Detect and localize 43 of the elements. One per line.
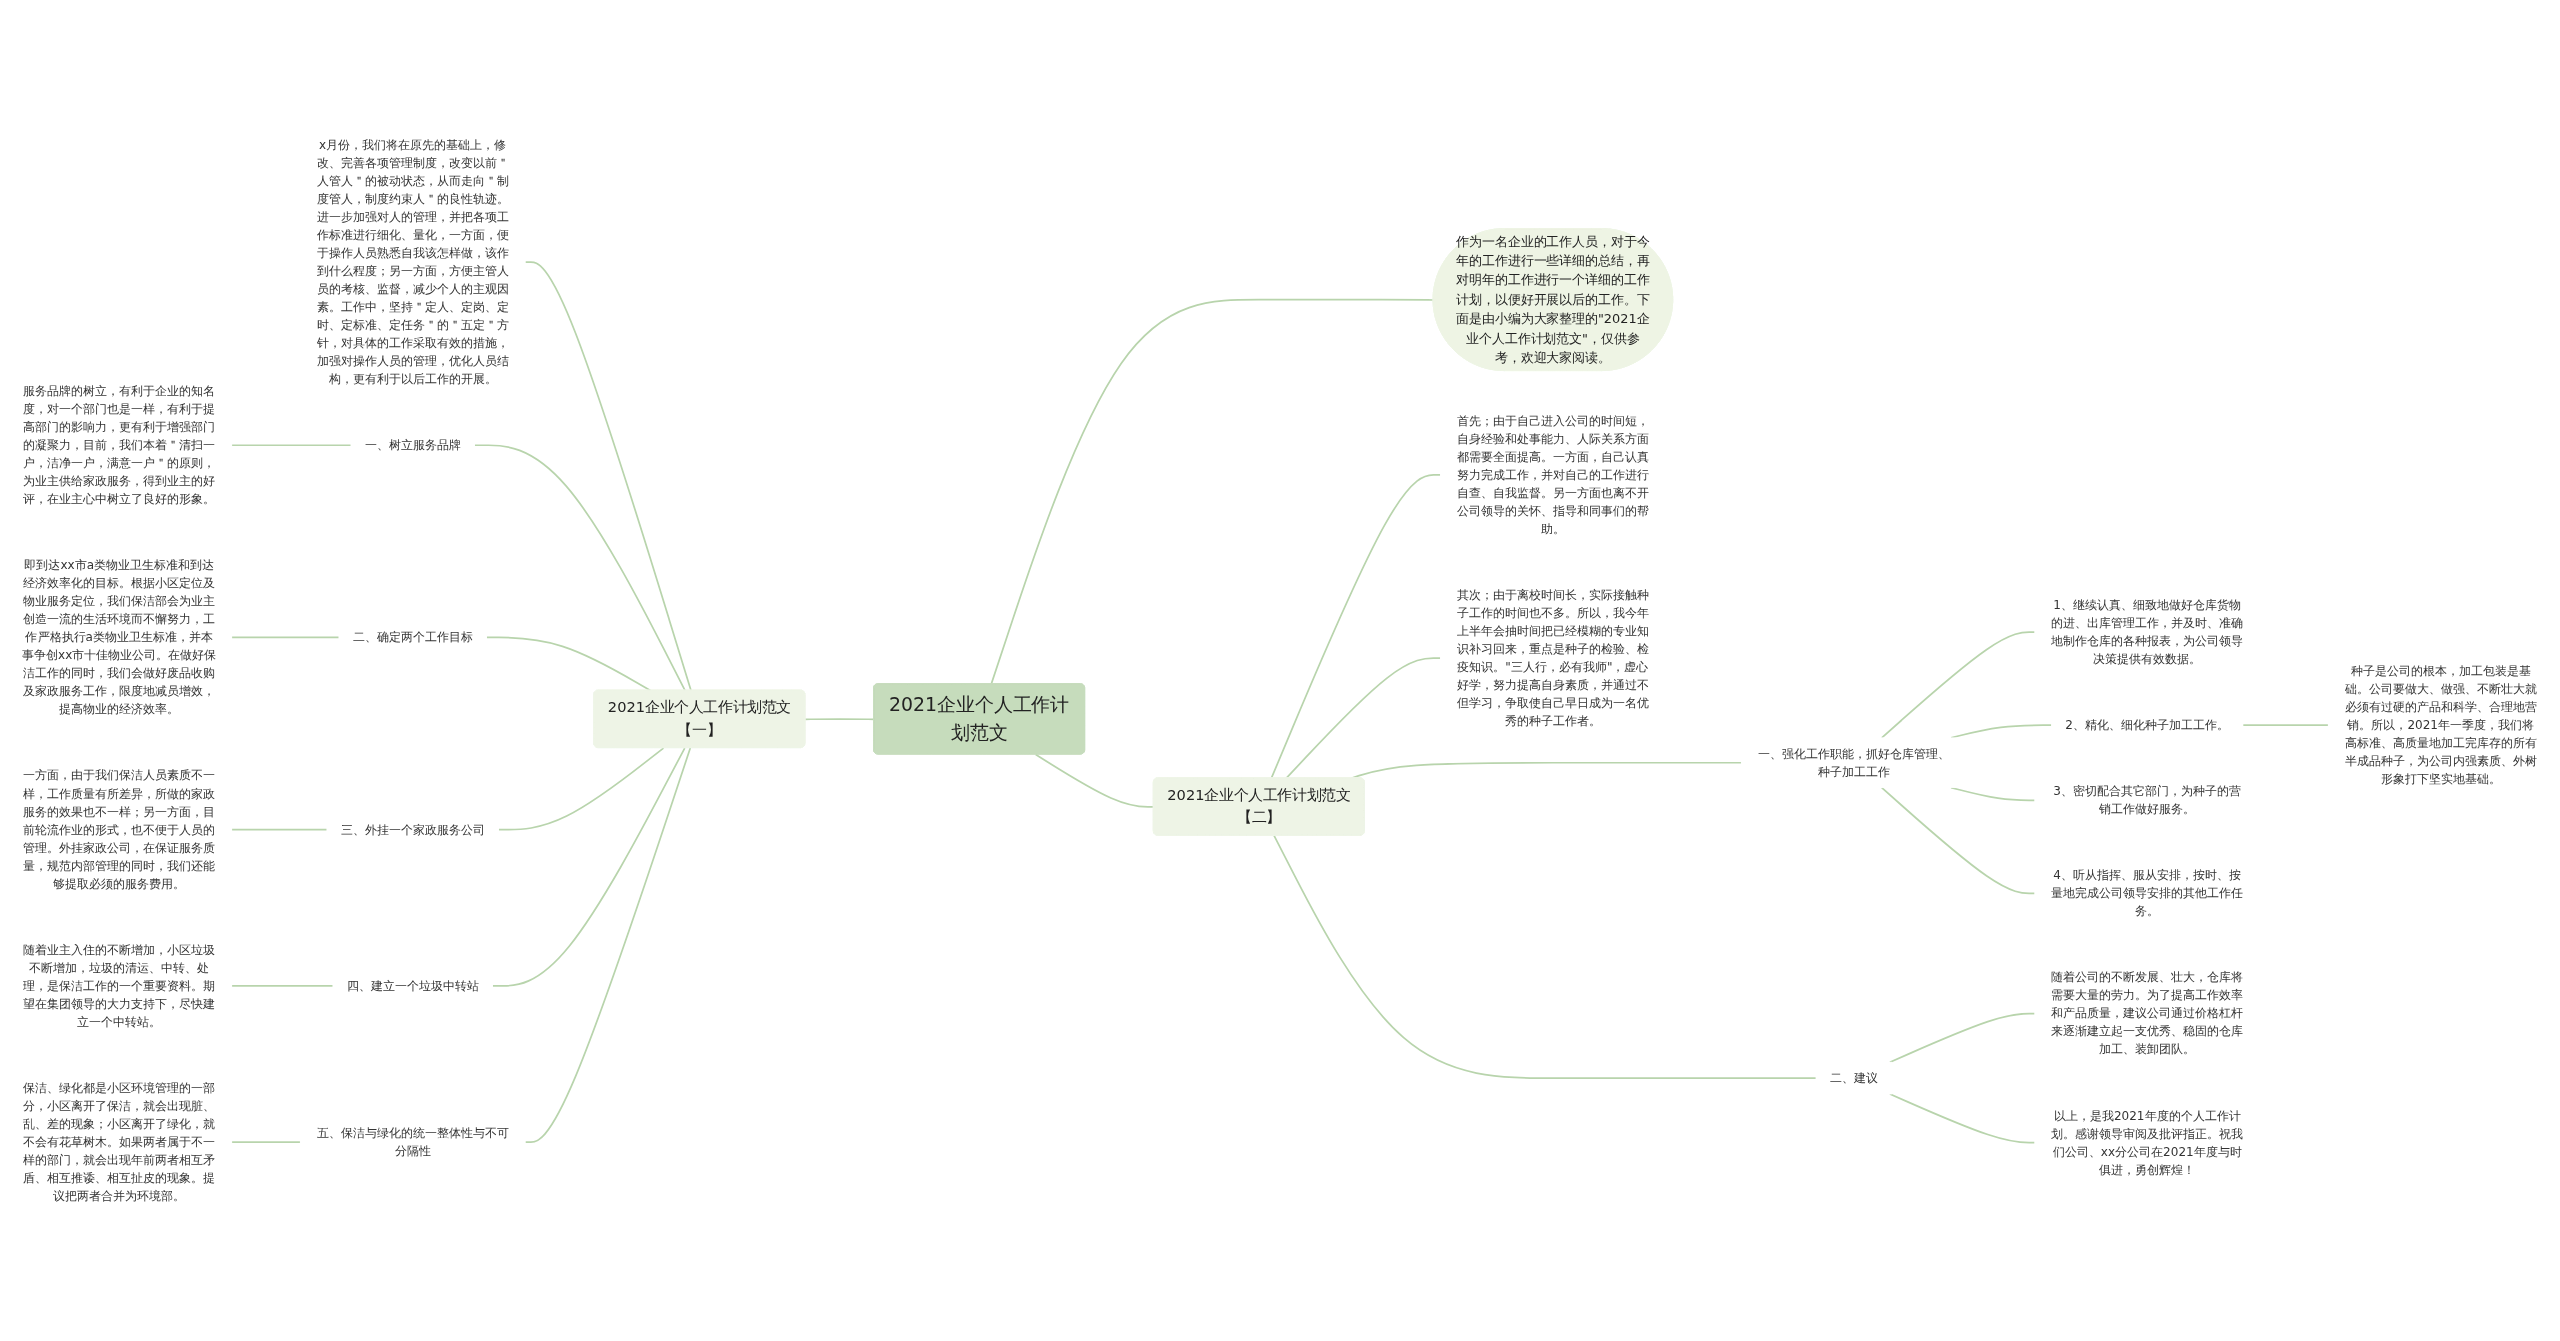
- connector: [485, 636, 652, 692]
- connector: [497, 747, 665, 831]
- node-text: 二、确定两个工作目标: [352, 630, 473, 644]
- node-text: 1、继续认真、细致地做好仓库货物的进、出库管理工作，并及时、准确地制作仓库的各种报表，为公司领导决策提供有效数据。: [2051, 597, 2244, 666]
- node-text: 3、密切配合其它部门，为种子的营销工作做好服务。: [2053, 783, 2242, 816]
- connector: [1034, 753, 1155, 808]
- connector: [230, 444, 352, 447]
- node-text: 一方面，由于我们保洁人员素质不一样，工作质量有所差异，所做的家政服务的效果也不一样；另一方面，目前轮流作业的形式，也不便于人员的管理。外挂家政公司，在保证服务质量，规范内部管理的同时，我们还能够提取必须的服务费用。: [23, 768, 216, 891]
- connector: [473, 444, 686, 692]
- connector: [1273, 834, 1817, 1079]
- node-text: 即到达xx市a类物业卫生标准和到达经济效率化的目标。根据小区定位及物业服务定位，我们保洁部会为业主创造一流的生活环境而不懈努力，工作严格执行a类物业卫生标准，并本事争创xx市十佳物业公司。在做好保洁工作的同时，我们会做好废品收购及家政服务工作，限度地减员增效，提高物业的经济效率。: [22, 558, 217, 716]
- node-text: 三、外挂一个家政服务公司: [340, 822, 485, 837]
- connector: [230, 828, 328, 831]
- connector: [524, 261, 692, 692]
- connector: [491, 747, 686, 987]
- node-text: 一、强化工作职能，抓好仓库管理、种子加工工作: [1757, 746, 1950, 779]
- connector: [524, 747, 692, 1143]
- connector: [990, 298, 1435, 685]
- node-text: 一、树立服务品牌: [364, 437, 461, 452]
- node-text: 首先；由于自己进入公司的时间短，自身经验和处事能力、人际关系方面都需要全面提高。一方面，自己认真努力完成工作，并对自己的工作进行自查、自我监督。另一方面也离不开公司领导的关怀、指导和同事们的帮助。: [1456, 413, 1649, 536]
- connector: [804, 718, 875, 721]
- connector: [1889, 1093, 2036, 1144]
- node-text: 二、建议: [1829, 1070, 1878, 1085]
- connector: [230, 985, 334, 987]
- node-text: 四、建立一个垃圾中转站: [346, 978, 479, 993]
- node-text: x月份，我们将在原先的基础上，修改、完善各项管理制度，改变以前＂人管人＂的被动状态，从而走向＂制度管人，制度约束人＂的良性轨迹。进一步加强对人的管理，并把各项工作标准进行细化、量化，一方面，便于操作人员熟悉自我该怎样做，该作到什么程度；另一方面，方便主管人员的考核、监督，减少个人的主观因素。工作中，坚持＂定人、定岗、定时、定标准、定任务＂的＂五定＂方针，对具体的工作采取有效的措施，加强对操作人员的管理，优化人员结构，更有利于以后工作的开展。: [316, 137, 509, 386]
- node-text: 服务品牌的树立，有利于企业的知名度，对一个部门也是一样，有利于提高部门的影响力，更有利于增强部门的凝聚力，目前，我们本着＂清扫一户，洁净一户，满意一户＂的原则，为业主供给家政服务，得到业主的好评，在业主心中树立了良好的形象。: [23, 383, 216, 506]
- node-text: 种子是公司的根本，加工包装是基础。公司要做大、做强、不断壮大就必须有过硬的产品和科学、合理地营销。所以，2021年一季度，我们将高标准、高质量地加工完库存的所有半成品种子，为公司内强素质、外树形象打下坚实地基础。: [2344, 663, 2537, 786]
- connector: [1950, 786, 2036, 802]
- connector: [230, 1141, 302, 1143]
- node-text: 随着公司的不断发展、壮大，仓库将需要大量的劳力。为了提高工作效率和产品质量，建议公司通过价格杠杆来逐渐建立起一支优秀、稳固的仓库加工、装卸团队。: [2051, 970, 2244, 1057]
- node-text: 五、保洁与绿化的统一整体性与不可分隔性: [316, 1125, 509, 1158]
- node-text: 保洁、绿化都是小区环境管理的一部分，小区离开了保洁，就会出现脏、乱、差的现象；小区离开了绿化，就不会有花草树木。如果两者属于不一样的部门，就会出现年前两者相互矛盾、相互推诿、相互扯皮的现象。提议把两者合并为环境部。: [23, 1080, 216, 1203]
- node-text: 以上，是我2021年度的个人工作计划。感谢领导审阅及批评指正。祝我们公司、xx分公司在2021年度与时俱进，勇创辉煌！: [2051, 1108, 2244, 1177]
- connector: [230, 636, 340, 639]
- connector: [1880, 786, 2036, 895]
- connector: [1889, 1012, 2036, 1064]
- node-text: 4、听从指挥、服从安排，按时、按量地完成公司领导安排的其他工作任务。: [2051, 868, 2244, 918]
- node-text: 2、精化、细化种子加工工作。: [2065, 717, 2230, 732]
- node-text: 其次；由于离校时间长，实际接触种子工作的时间也不多。所以，我今年上半年会抽时间把已经模糊的专业知识补习回来，重点是种子的检验、检疫知识。"三人行，必有我师"，虚心好学，努力提高自身素质，并通过不但学习，争取使自己早日成为一名优秀的种子工作者。: [1456, 587, 1649, 728]
- connector: [2242, 724, 2330, 727]
- node-text: 随着业主入住的不断增加，小区垃圾不断增加，垃圾的清运、中转、处理，是保洁工作的一个重要资料。期望在集团领导的大力支持下，尽快建立一个中转站。: [23, 942, 216, 1029]
- connector: [1880, 631, 2036, 739]
